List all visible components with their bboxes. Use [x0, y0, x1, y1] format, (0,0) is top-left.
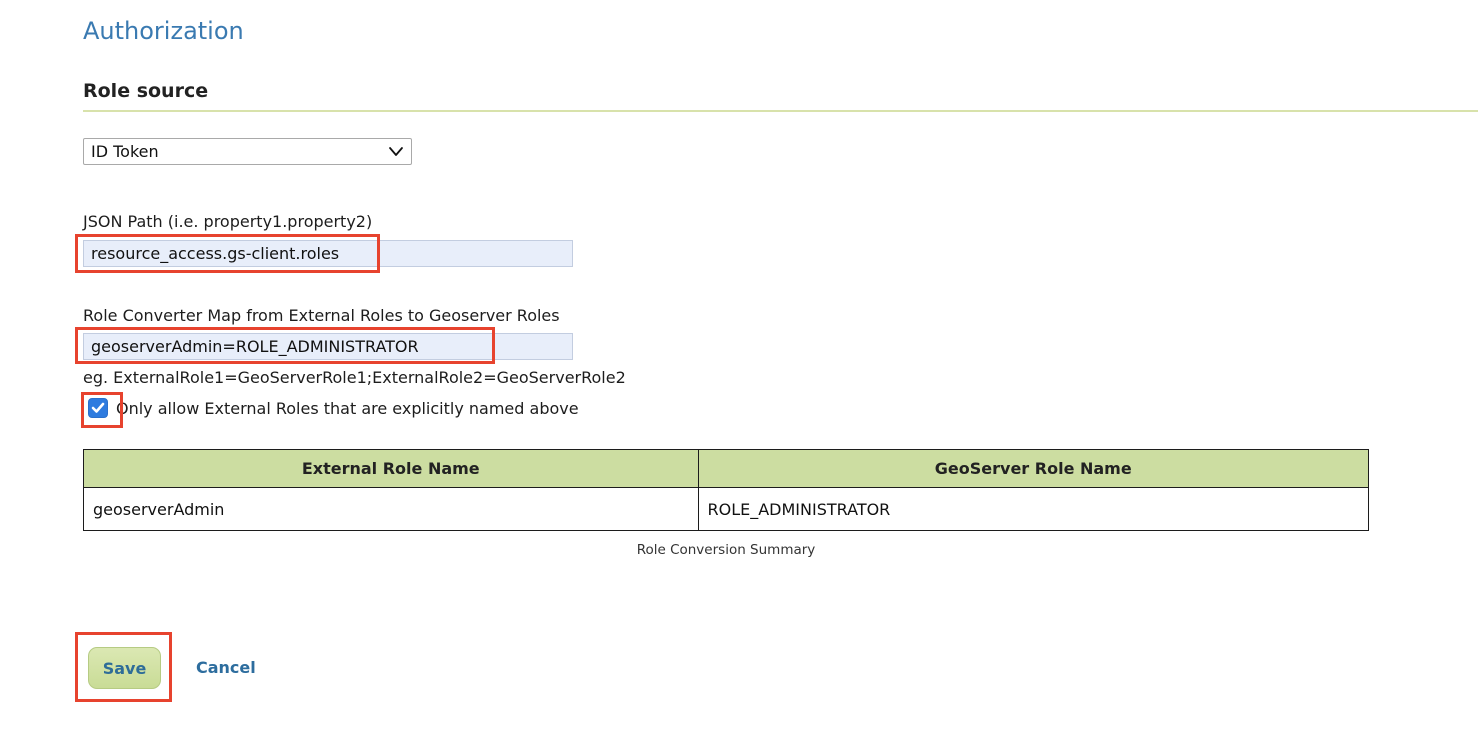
- page-title: Authorization: [83, 17, 244, 45]
- section-heading-role-source: Role source: [83, 80, 209, 102]
- role-converter-input[interactable]: [83, 333, 573, 360]
- section-divider: [83, 110, 1478, 112]
- cancel-link[interactable]: Cancel: [196, 658, 256, 677]
- json-path-label: JSON Path (i.e. property1.property2): [83, 212, 373, 231]
- only-allow-checkbox[interactable]: [88, 398, 108, 418]
- role-source-select-wrap: ID Token: [83, 138, 412, 165]
- only-allow-label: Only allow External Roles that are expli…: [116, 399, 579, 418]
- cell-geoserver-role: ROLE_ADMINISTRATOR: [697, 487, 1369, 531]
- table-header-row: External Role Name GeoServer Role Name: [83, 449, 1369, 488]
- role-source-select[interactable]: ID Token: [83, 138, 412, 165]
- save-button[interactable]: Save: [88, 647, 161, 689]
- cell-external-role: geoserverAdmin: [83, 487, 699, 531]
- table-row: geoserverAdmin ROLE_ADMINISTRATOR: [83, 487, 1369, 531]
- table-caption: Role Conversion Summary: [636, 542, 816, 558]
- json-path-input[interactable]: [83, 240, 573, 267]
- column-header-external-role: External Role Name: [83, 449, 699, 488]
- checkmark-icon: [91, 402, 105, 413]
- role-conversion-table: External Role Name GeoServer Role Name g…: [83, 449, 1369, 531]
- column-header-geoserver-role: GeoServer Role Name: [697, 449, 1369, 488]
- role-converter-hint: eg. ExternalRole1=GeoServerRole1;Externa…: [83, 368, 626, 387]
- role-converter-label: Role Converter Map from External Roles t…: [83, 306, 560, 325]
